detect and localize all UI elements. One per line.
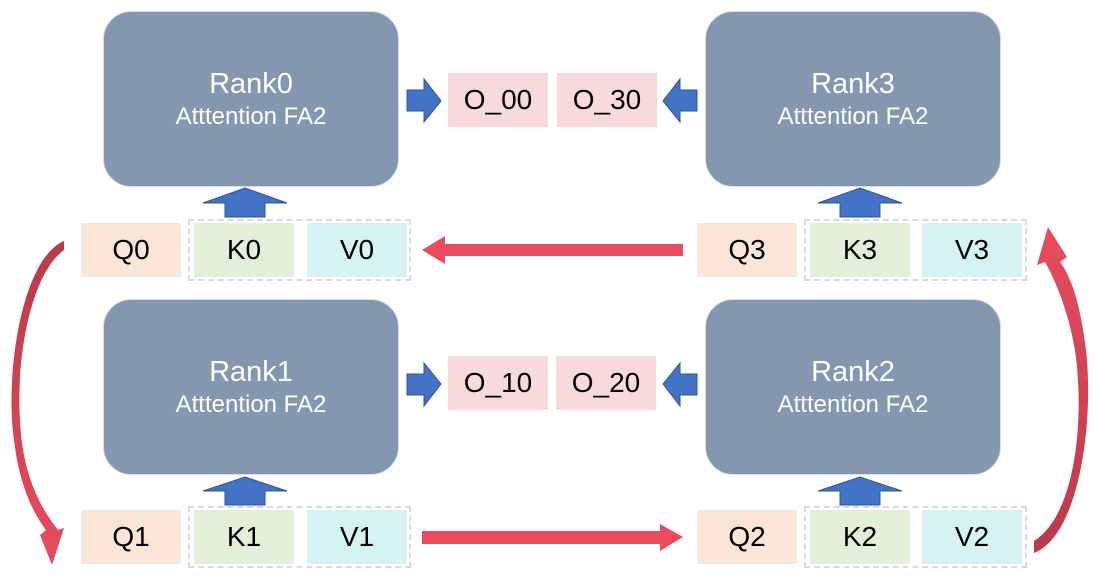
right-arrow-icon-o00	[406, 77, 442, 124]
q2-block: Q2	[697, 510, 797, 564]
rank0-box: Rank0 Atttention FA2	[103, 11, 399, 187]
q0-block: Q0	[81, 223, 181, 277]
rank2-subtitle: Atttention FA2	[777, 391, 929, 418]
kv0-group	[188, 219, 411, 281]
left-arrow-icon-o30	[662, 77, 698, 124]
rank0-title: Rank0	[209, 68, 293, 100]
v1-block: V1	[307, 510, 407, 564]
curved-arrow-icon-q0-to-q1	[11, 241, 64, 565]
rank2-box: Rank2 Atttention FA2	[705, 299, 1001, 475]
rank3-box: Rank3 Atttention FA2	[705, 11, 1001, 187]
right-arrow-icon-o10	[406, 361, 442, 408]
up-arrow-icon-rank3	[817, 187, 903, 218]
up-arrow-icon-rank1	[202, 476, 288, 506]
curved-arrow-icon-v2-to-v3	[1034, 227, 1089, 553]
kv2-group	[804, 506, 1027, 568]
q3-block: Q3	[697, 223, 797, 277]
k3-block: K3	[810, 223, 910, 277]
q1-block: Q1	[81, 510, 181, 564]
rank1-title: Rank1	[209, 356, 293, 388]
v2-block: V2	[922, 510, 1022, 564]
rank3-title: Rank3	[811, 68, 895, 100]
up-arrow-icon-rank0	[202, 187, 288, 218]
k1-block: K1	[194, 510, 294, 564]
k2-block: K2	[810, 510, 910, 564]
left-arrow-icon-q3-to-v0	[422, 236, 683, 264]
rank3-subtitle: Atttention FA2	[777, 103, 929, 130]
output-o20: O_20	[556, 356, 656, 410]
kv3-group	[804, 219, 1027, 281]
rank1-box: Rank1 Atttention FA2	[103, 299, 399, 475]
v3-block: V3	[922, 223, 1022, 277]
rank0-subtitle: Atttention FA2	[175, 103, 327, 130]
output-o00: O_00	[448, 73, 548, 127]
k0-block: K0	[194, 223, 294, 277]
left-arrow-icon-o20	[662, 361, 698, 408]
rank2-title: Rank2	[811, 356, 895, 388]
up-arrow-icon-rank2	[817, 476, 903, 506]
output-o10: O_10	[448, 356, 548, 410]
output-o30: O_30	[557, 73, 657, 127]
kv1-group	[188, 506, 411, 568]
v0-block: V0	[307, 223, 407, 277]
right-arrow-icon-v1-to-q2	[422, 524, 683, 551]
rank1-subtitle: Atttention FA2	[175, 391, 327, 418]
